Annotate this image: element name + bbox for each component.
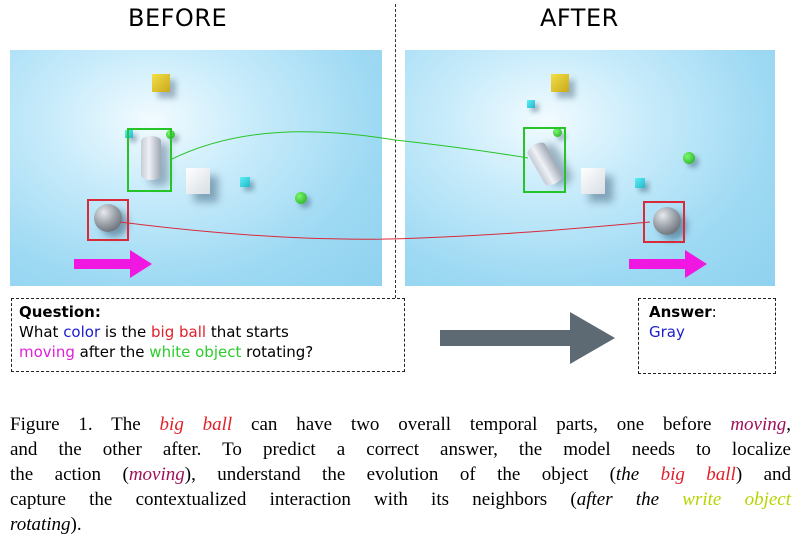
magenta-right-arrow-icon — [74, 250, 152, 278]
big-gray-ball — [94, 204, 122, 232]
white-cube — [581, 168, 605, 194]
green-sphere — [683, 152, 695, 164]
gray-right-arrow-icon — [440, 312, 615, 364]
question-word-color: color — [63, 323, 101, 341]
question-text: that starts — [206, 323, 289, 341]
caption-line: the action (moving), understand the evol… — [10, 464, 792, 485]
green-highlight-box — [127, 128, 172, 192]
answer-label: Answer — [649, 303, 712, 321]
caption-line: and the other after. To predict a correc… — [10, 439, 791, 460]
yellow-cube — [551, 74, 569, 92]
small-green-sphere — [553, 128, 562, 137]
white-cylinder — [141, 136, 161, 180]
caption-line: rotating). — [10, 514, 82, 535]
small-cyan-cube — [527, 100, 535, 108]
question-text: is the — [100, 323, 152, 341]
question-label: Question: — [19, 303, 101, 321]
after-scene-image — [405, 50, 775, 286]
magenta-right-arrow-icon — [629, 250, 707, 278]
yellow-cube — [152, 74, 170, 92]
red-highlight-box — [87, 199, 129, 241]
answer-box: Answer: Gray — [638, 298, 776, 374]
green-sphere — [295, 192, 307, 204]
white-cube — [186, 168, 210, 194]
red-highlight-box — [643, 201, 685, 243]
green-highlight-box — [523, 127, 566, 193]
question-box: Question: What color is the big ball tha… — [11, 298, 405, 372]
question-text: after the — [74, 343, 150, 361]
answer-value: Gray — [649, 323, 685, 341]
question-text: rotating? — [241, 343, 314, 361]
small-cyan-cube — [125, 130, 133, 138]
before-scene-image — [10, 50, 382, 286]
answer-colon: : — [711, 303, 717, 321]
question-word-white-object: white object — [149, 343, 242, 361]
question-word-big-ball: big ball — [151, 323, 207, 341]
question-text: What — [19, 323, 64, 341]
after-panel-title: AFTER — [540, 4, 619, 32]
question-word-moving: moving — [19, 343, 75, 361]
cyan-cube — [240, 177, 250, 187]
before-panel-title: BEFORE — [128, 4, 228, 32]
caption-line: Figure 1. The big ball can have two over… — [10, 414, 791, 435]
panel-divider — [395, 4, 396, 298]
big-gray-ball — [653, 207, 681, 235]
caption-line: capture the contextualized interaction w… — [10, 489, 791, 510]
figure-caption: Figure 1. The big ball can have two over… — [10, 412, 791, 537]
cyan-cube — [635, 178, 645, 188]
